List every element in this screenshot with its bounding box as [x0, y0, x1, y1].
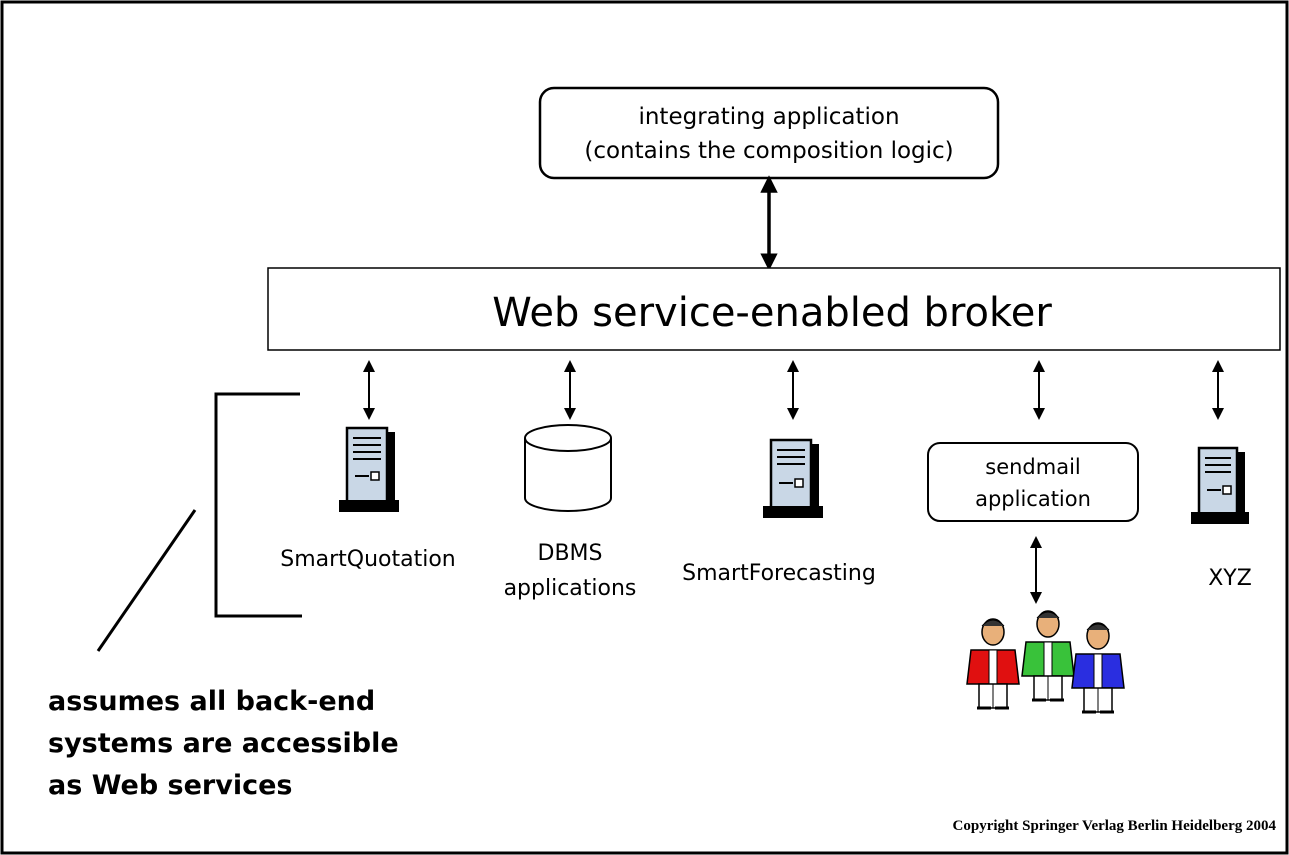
label-dbms-line1: DBMS	[538, 541, 603, 566]
note-line1: assumes all back-end	[48, 686, 375, 717]
bracket	[214, 392, 302, 618]
label-dbms-line2: applications	[504, 576, 637, 601]
server-icon	[1191, 446, 1249, 524]
label-xyz: XYZ	[1208, 566, 1252, 591]
sendmail-line1: sendmail	[985, 455, 1081, 479]
note-line2: systems are accessible	[48, 728, 399, 759]
sendmail-line2: application	[975, 487, 1091, 511]
database-icon	[524, 424, 612, 512]
integrating-app-line1: integrating application	[638, 104, 899, 130]
integrating-application-box: integrating application (contains the co…	[538, 86, 1000, 180]
people-icon	[966, 610, 1125, 714]
sendmail-box: sendmail application	[927, 442, 1139, 522]
integrating-app-line2: (contains the composition logic)	[584, 138, 953, 164]
label-smartquotation: SmartQuotation	[280, 547, 456, 572]
server-icon	[763, 438, 823, 518]
note-pointer-line	[96, 509, 197, 652]
note-line3: as Web services	[48, 770, 293, 801]
broker-label: Web service-enabled broker	[492, 290, 1052, 336]
copyright: Copyright Springer Verlag Berlin Heidelb…	[953, 818, 1277, 834]
broker-box: Web service-enabled broker	[267, 267, 1281, 351]
server-icon	[339, 426, 399, 512]
label-smartforecasting: SmartForecasting	[682, 561, 876, 586]
